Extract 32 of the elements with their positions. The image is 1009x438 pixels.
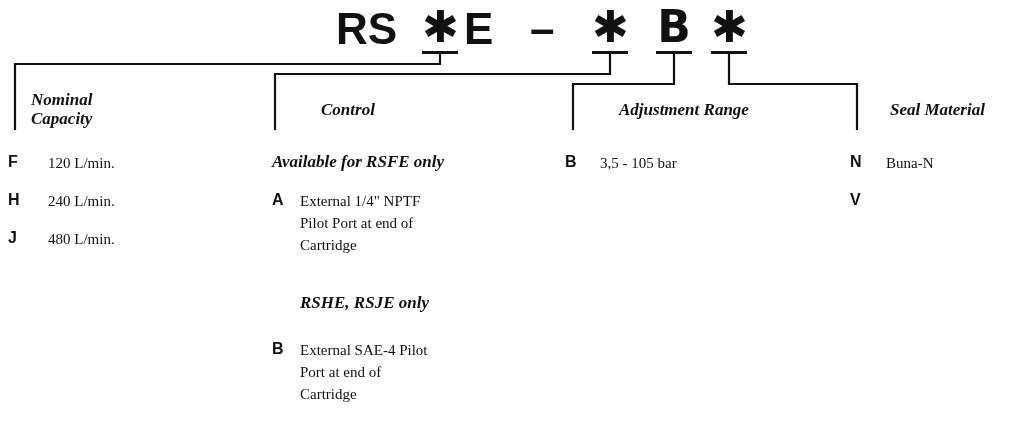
option-code: J — [8, 228, 17, 248]
option-code: B — [272, 339, 284, 359]
code-letter: E — [464, 4, 494, 54]
option-description: 480 L/min. — [48, 230, 116, 249]
option-description: External SAE-4 Pilot Port at end of Cartridge — [300, 341, 428, 404]
availability-note: Available for RSFE only — [272, 151, 445, 173]
option-code: V — [850, 190, 861, 210]
option-description: 120 L/min. — [48, 154, 116, 173]
option-code: B — [565, 152, 577, 172]
field-heading: Adjustment Range — [573, 100, 843, 130]
option-code: A — [272, 190, 284, 210]
option-code: F — [8, 152, 18, 172]
leader-line — [571, 54, 676, 130]
field-heading: Seal Material — [857, 100, 1009, 130]
leader-line — [727, 54, 859, 130]
code-position: ✱ — [592, 4, 628, 54]
option-description: Buna-N — [886, 154, 935, 173]
option-code: N — [850, 152, 862, 172]
code-letters: RS — [336, 4, 398, 54]
option-code: H — [8, 190, 20, 210]
option-description: 3,5 - 105 bar — [600, 154, 678, 173]
code-position: ✱ — [711, 4, 747, 54]
code-dash: – — [530, 4, 555, 54]
code-position: ✱ — [422, 4, 458, 54]
option-description: 240 L/min. — [48, 192, 116, 211]
option-description: External 1/4" NPTF Pilot Port at end of Cartridge — [300, 192, 422, 255]
field-heading: Nominal Capacity — [15, 90, 125, 130]
code-position: B — [656, 4, 692, 54]
availability-note: RSHE, RSJE only — [300, 292, 429, 314]
field-heading: Control — [275, 100, 565, 130]
leader-line — [273, 54, 612, 130]
leader-line — [13, 54, 442, 130]
